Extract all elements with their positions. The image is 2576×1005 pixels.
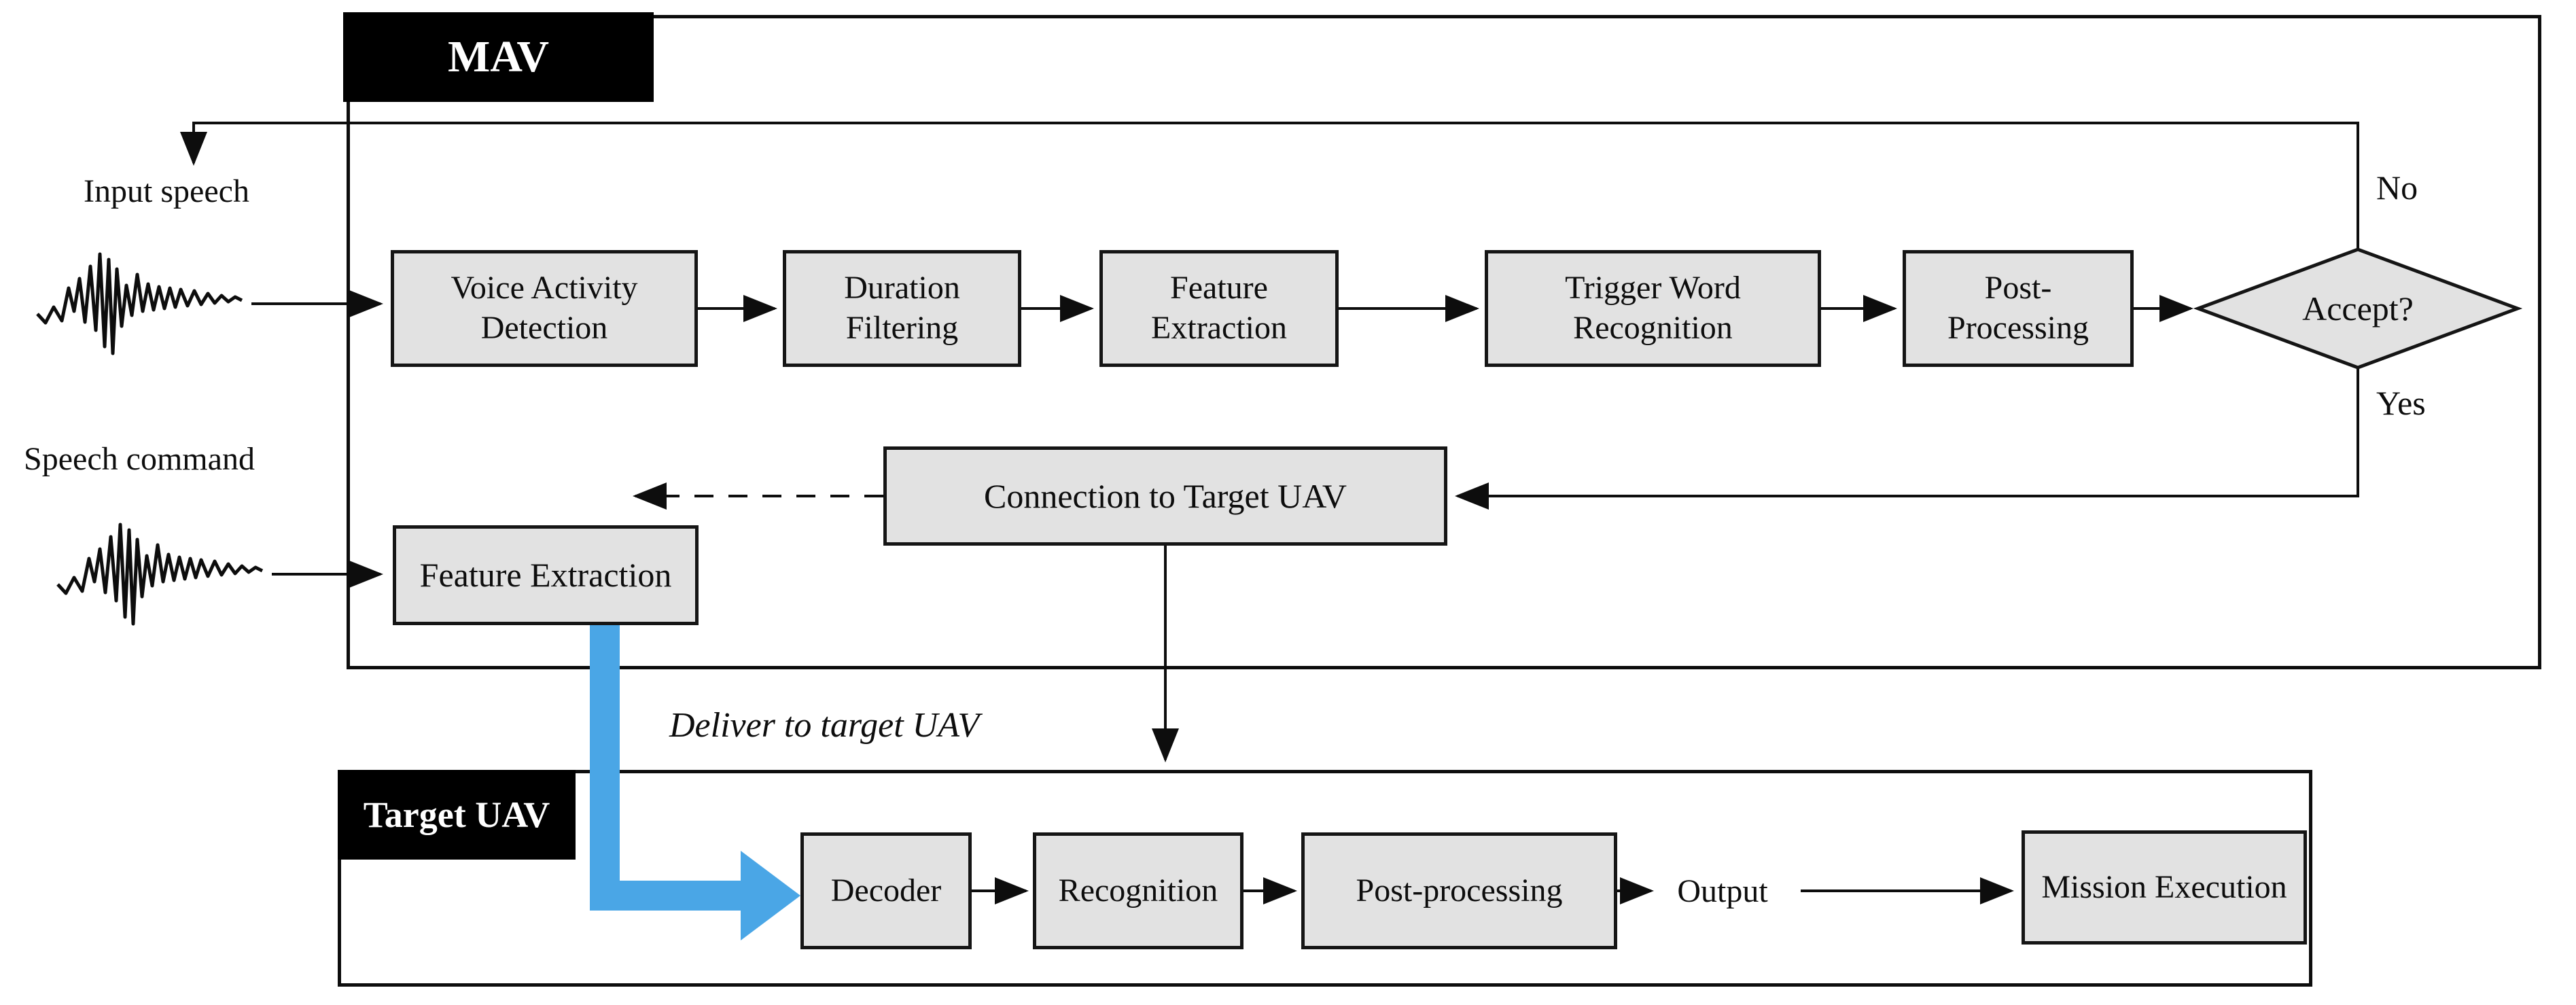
target-uav-container — [338, 770, 2312, 987]
yes-connector — [1454, 368, 2359, 510]
speech-command-waveform-icon — [56, 523, 264, 626]
feature-extraction-box: Feature Extraction — [1099, 250, 1339, 367]
feature-extraction-2-box: Feature Extraction — [393, 525, 699, 625]
duration-filtering-box: Duration Filtering — [783, 250, 1021, 367]
connection-to-target-uav-box: Connection to Target UAV — [883, 446, 1447, 546]
input-speech-label: Input speech — [84, 173, 249, 209]
target-uav-title: Target UAV — [338, 770, 576, 860]
mav-title: MAV — [343, 12, 654, 102]
mission-execution-box: Mission Execution — [2022, 830, 2307, 945]
no-label: No — [2376, 169, 2418, 207]
accept-label: Accept? — [2302, 289, 2414, 328]
post-processing-box: Post-Processing — [1903, 250, 2134, 367]
trigger-word-recognition-box: Trigger Word Recognition — [1485, 250, 1821, 367]
recognition-box: Recognition — [1033, 832, 1243, 949]
blue-deliver-arrow — [590, 625, 800, 940]
mav-container — [347, 15, 2541, 669]
decoder-box: Decoder — [800, 832, 972, 949]
target-uav-title-text: Target UAV — [363, 794, 550, 835]
post-processing-2-box: Post-processing — [1301, 832, 1617, 949]
mav-title-text: MAV — [447, 32, 550, 82]
output-label: Output — [1677, 872, 1768, 909]
voice-activity-detection-box: Voice Activity Detection — [391, 250, 698, 367]
input-waveform-icon — [36, 252, 243, 355]
accept-diamond — [2193, 247, 2523, 370]
speech-command-label: Speech command — [24, 440, 255, 477]
yes-label: Yes — [2376, 384, 2426, 422]
deliver-note: Deliver to target UAV — [669, 705, 980, 745]
no-feedback-connector — [180, 122, 2359, 249]
